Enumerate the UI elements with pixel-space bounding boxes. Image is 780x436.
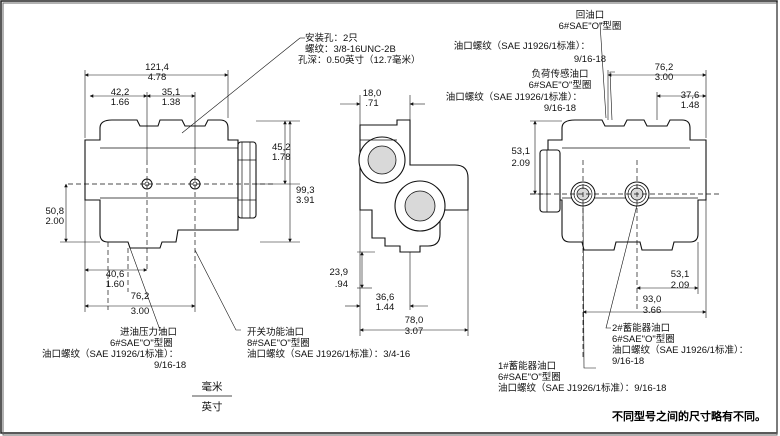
side-l-mm: 23,9 — [330, 267, 349, 278]
inlet-note-line-1: 进油压力油口 — [120, 326, 177, 338]
front-body-outline — [84, 119, 239, 249]
acc2-note-line-1: 2#蓄能器油口 — [612, 322, 670, 334]
rear-t1-in: 3.00 — [655, 72, 674, 83]
unit-legend: 毫米 英寸 — [192, 380, 232, 413]
front-end-cap — [237, 141, 257, 219]
front-dimensions — [60, 37, 305, 331]
rear-l-mm: 53,1 — [512, 146, 531, 157]
side-view — [358, 119, 469, 253]
load-note-line-4: 9/16-18 — [544, 103, 576, 114]
load-note-line-2: 6#SAE"O"型圈 — [529, 80, 592, 91]
front-b-mm: 35,1 — [162, 87, 181, 98]
rear-b2-in: 3.66 — [643, 305, 662, 316]
side-top-in: .71 — [365, 98, 378, 109]
return-note-line-4: 9/16-18 — [574, 54, 606, 65]
side-dimensions — [340, 95, 469, 336]
mount-note-line-2: 螺纹：3/8-16UNC-2B — [305, 43, 396, 55]
rear-view — [530, 119, 720, 360]
front-c-mm: 45,2 — [272, 142, 291, 153]
acc1-note-line-2: 6#SAE"O"型圈 — [498, 372, 561, 383]
inlet-note-line-4: 9/16-18 — [154, 360, 186, 371]
acc1-note-line-3: 油口螺纹（SAE J1926/1标准）：9/16-18 — [498, 382, 666, 394]
front-view — [68, 119, 275, 310]
load-note-line-1: 负荷传感油口 — [531, 68, 588, 80]
acc2-note-line-3: 油口螺纹（SAE J1926/1标准）： — [612, 344, 748, 356]
return-note-line-1: 回油口 — [576, 9, 605, 21]
port-callouts: 安装孔：2只 螺纹：3/8-16UNC-2B 孔深：0.50英寸（12.7毫米）… — [42, 9, 748, 394]
footnote: 不同型号之间的尺寸略有不同。 — [612, 409, 766, 423]
rear-t2-mm: 37,6 — [681, 90, 700, 101]
front-dimension-labels: 121,4 4.78 42,2 1.66 35,1 1.38 45,2 1.78… — [46, 62, 315, 317]
return-note-line-3: 油口螺纹（SAE J1926/1标准）： — [454, 40, 590, 52]
rear-body-outline — [547, 119, 707, 251]
front-h-in: 3.91 — [296, 195, 315, 206]
side-b2-mm: 78,0 — [405, 315, 424, 326]
rear-b2-mm: 93,0 — [643, 294, 662, 305]
front-total-mm: 121,4 — [145, 62, 169, 73]
front-a-mm: 42,2 — [111, 87, 130, 98]
rear-b1-in: 2.09 — [671, 280, 690, 291]
front-total-in: 4.78 — [148, 72, 167, 83]
switch-note-line-1: 开关功能油口 — [247, 326, 304, 338]
front-c-in: 1.78 — [272, 152, 291, 163]
side-lower-port-bore — [404, 190, 436, 222]
front-d1-mm: 40,6 — [106, 269, 125, 280]
front-l-mm: 50,8 — [46, 206, 65, 217]
mount-note-line-1: 安装孔：2只 — [305, 32, 358, 44]
unit-in-label: 英寸 — [202, 400, 223, 413]
unit-mm-label: 毫米 — [202, 380, 223, 393]
side-b1-mm: 36,6 — [376, 292, 395, 303]
acc2-note-line-4: 9/16-18 — [612, 356, 644, 367]
front-b-in: 1.38 — [162, 97, 181, 108]
front-d2-in: 3.00 — [131, 306, 150, 317]
rear-t2-in: 1.48 — [681, 100, 700, 111]
side-b2-in: 3.07 — [405, 326, 424, 337]
side-b1-in: 1.44 — [376, 302, 395, 313]
side-dimension-labels: 18,0 .71 23,9 .94 36,6 1.44 78,0 3.07 — [330, 88, 424, 337]
switch-note-line-2: 8#SAE"O"型圈 — [247, 338, 310, 349]
side-l-in: .94 — [335, 279, 348, 290]
acc2-note-line-2: 6#SAE"O"型圈 — [612, 334, 675, 345]
rear-dimensions — [530, 22, 707, 369]
acc1-note-line-1: 1#蓄能器油口 — [498, 360, 556, 372]
side-top-mm: 18,0 — [363, 88, 382, 99]
rear-t1-mm: 76,2 — [655, 62, 674, 73]
front-d1-in: 1.60 — [106, 279, 125, 290]
rear-dimension-labels: 76,2 3.00 37,6 1.48 53,1 2.09 53,1 2.09 … — [512, 62, 700, 316]
side-upper-port-bore — [367, 145, 397, 175]
front-d2-mm: 76,2 — [131, 291, 150, 302]
switch-note-line-3: 油口螺纹（SAE J1926/1标准）：3/4-16 — [247, 348, 410, 360]
rear-b1-mm: 53,1 — [671, 269, 690, 280]
return-note-line-2: 6#SAE"O"型圈 — [559, 21, 622, 32]
front-h-mm: 99,3 — [296, 185, 315, 196]
front-a-in: 1.66 — [111, 97, 130, 108]
inlet-note-line-2: 6#SAE"O"型圈 — [110, 338, 173, 349]
inlet-note-line-3: 油口螺纹（SAE J1926/1标准）： — [42, 348, 178, 360]
front-l-in: 2.00 — [46, 216, 65, 227]
rear-end-cap — [539, 149, 561, 213]
rear-l-in: 2.09 — [512, 158, 531, 169]
mount-note-line-3: 孔深：0.50英寸（12.7毫米） — [298, 54, 420, 66]
load-note-line-3: 油口螺纹（SAE J1926/1标准）： — [446, 91, 582, 103]
